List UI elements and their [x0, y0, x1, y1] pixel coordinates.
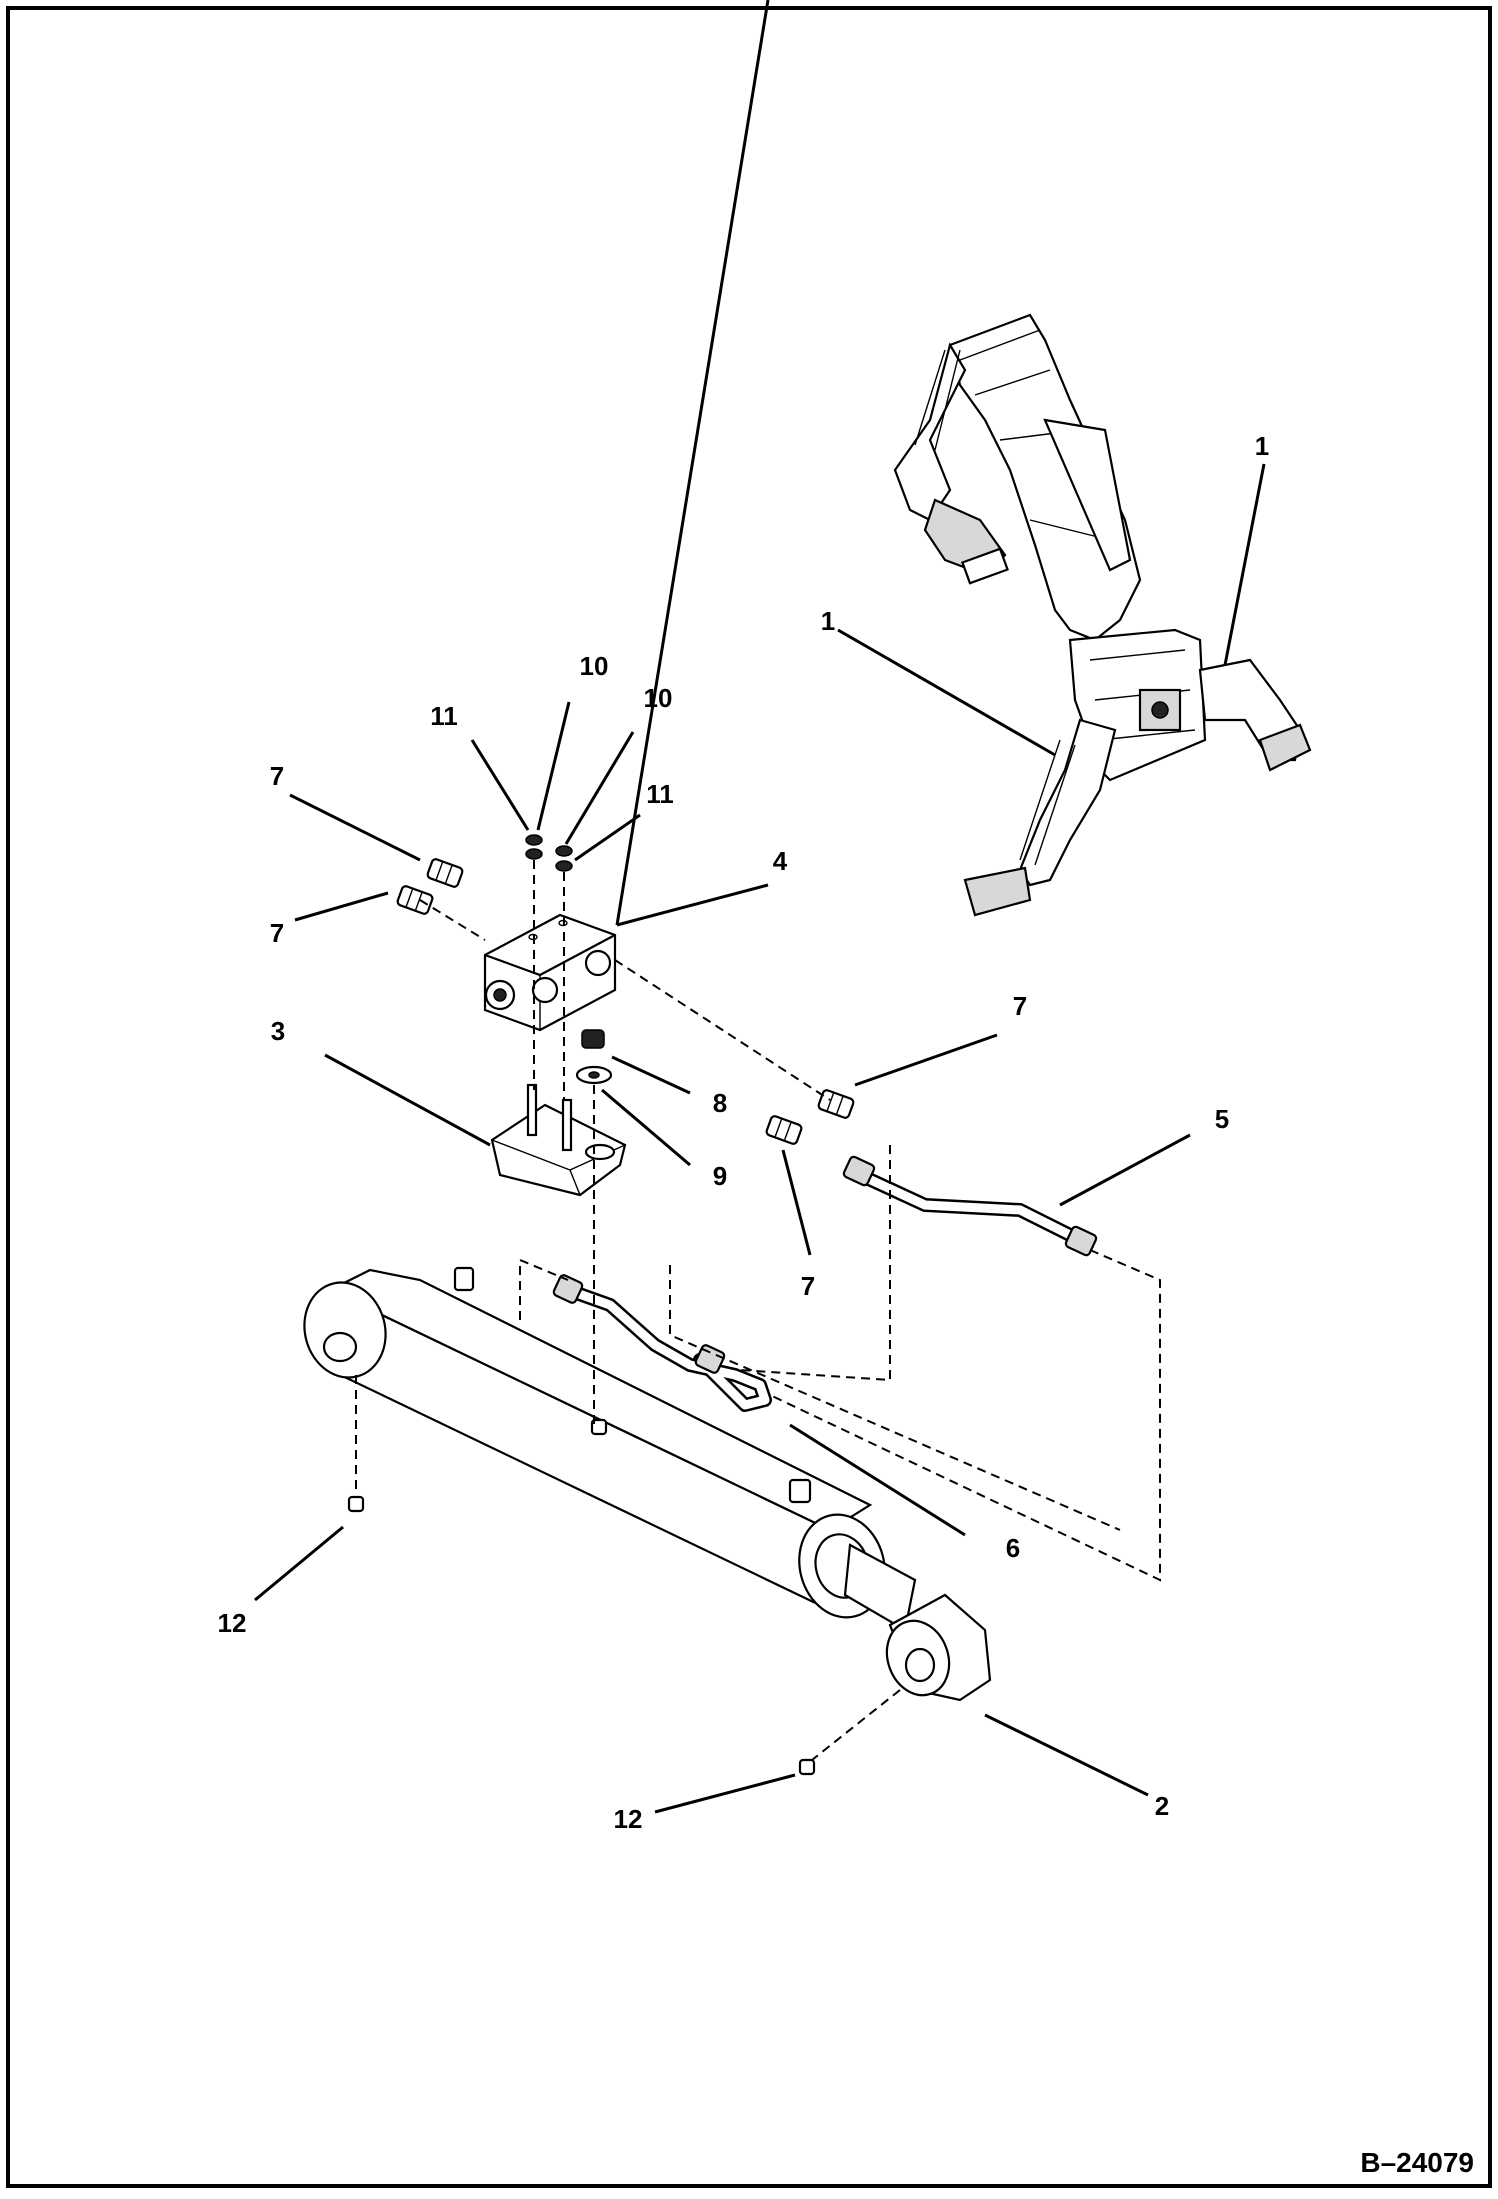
callout-1-upper: 1: [1255, 431, 1269, 461]
drawing-number: B–24079: [1360, 2147, 1474, 2178]
callout-10-b: 10: [644, 683, 673, 713]
grease-fittings-parts: [347, 1495, 816, 1776]
callout-4: 4: [773, 846, 788, 876]
callout-12-b: 12: [614, 1804, 643, 1834]
callout-11-a: 11: [430, 701, 458, 731]
fittings-parts: [396, 858, 855, 1145]
callout-1-lower: 1: [821, 606, 835, 636]
callout-9: 9: [713, 1161, 727, 1191]
callout-7-c: 7: [1013, 991, 1027, 1021]
callout-8: 8: [713, 1088, 727, 1118]
backhoe-assembly: [893, 313, 1312, 917]
callout-7-d: 7: [801, 1271, 815, 1301]
callout-10-a: 10: [580, 651, 609, 681]
callout-11-b: 11: [646, 779, 674, 809]
assembly-lines: [355, 860, 1161, 1761]
callout-7-a: 7: [270, 761, 284, 791]
valve-block-part: [483, 913, 617, 1032]
callout-5: 5: [1215, 1104, 1229, 1134]
hydraulic-tube-5: [842, 1155, 1098, 1257]
nut-washer-parts: [575, 1029, 613, 1085]
callout-12-a: 12: [218, 1608, 247, 1638]
callout-3: 3: [271, 1016, 285, 1046]
callout-2: 2: [1155, 1791, 1169, 1821]
callout-labels: 1 1 2 3 4 5 6 7 7 7 7 8 9 10 10 11 11 12…: [218, 431, 1270, 1834]
callout-6: 6: [1006, 1533, 1020, 1563]
callout-7-b: 7: [270, 918, 284, 948]
mounting-bracket-part: [490, 1083, 627, 1197]
hydraulic-tube-6: [552, 1274, 772, 1412]
diagram-border: [6, 6, 1492, 2188]
leader-lines: [254, 0, 1266, 1814]
o-rings-parts: [525, 834, 573, 872]
hydraulic-cylinder-part: [303, 1266, 992, 1702]
